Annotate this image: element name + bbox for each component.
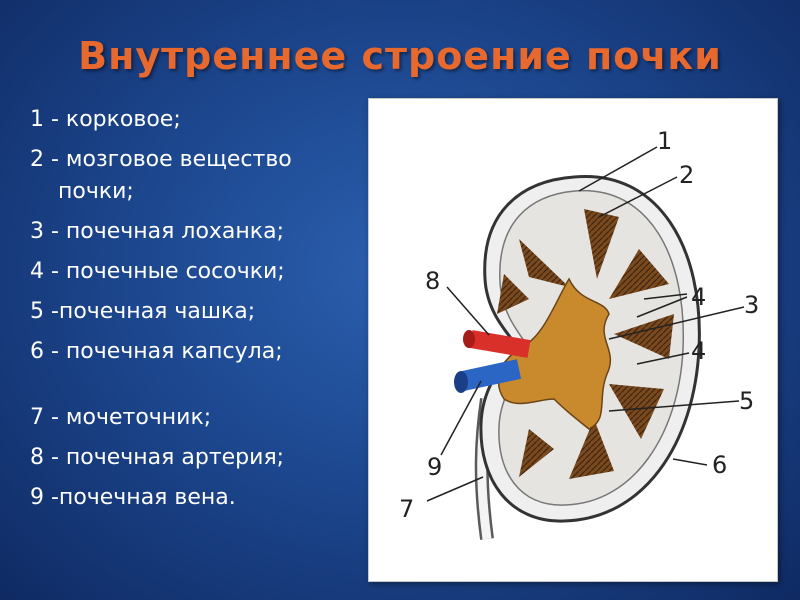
figure-label-3: 3	[744, 291, 759, 319]
legend-item-6: 6 - почечная капсула;	[30, 339, 283, 364]
figure-label-1: 1	[657, 127, 672, 155]
figure-label-7: 7	[399, 495, 414, 523]
legend-item-7: 7 - мочеточник;	[30, 405, 212, 430]
renal-pelvis	[497, 277, 612, 430]
legend-item-5: 5 -почечная чашка;	[30, 299, 256, 324]
legend-item-3: 3 - почечная лоханка;	[30, 219, 284, 244]
renal-artery-end	[463, 330, 475, 348]
renal-vein-end	[454, 371, 468, 393]
legend-item-4: 4 - почечные сосочки;	[30, 259, 285, 284]
figure-label-5: 5	[739, 387, 754, 415]
figure-label-4-upper: 4	[691, 283, 706, 311]
figure-label-6: 6	[712, 451, 727, 479]
renal-vein	[460, 359, 522, 391]
leader-lines	[426, 146, 745, 502]
figure-label-4-lower: 4	[691, 337, 706, 365]
legend-item-9: 9 -почечная вена.	[30, 485, 236, 510]
kidney-figure: 1 2 8 4 3 4 5 9 6 7	[368, 98, 778, 582]
figure-label-9: 9	[427, 453, 442, 481]
medullary-pyramid	[497, 274, 529, 314]
medullary-pyramid	[584, 209, 619, 279]
legend-item-2: 2 - мозговое вещество почки;	[30, 147, 292, 204]
medullary-pyramid	[609, 249, 669, 299]
legend-item-8: 8 - почечная артерия;	[30, 445, 285, 470]
kidney-diagram: 1 2 8 4 3 4 5 9 6 7	[399, 127, 759, 540]
figure-label-8: 8	[425, 267, 440, 295]
legend-list: 1 - корковое; 2 - мозговое вещество почк…	[30, 104, 370, 522]
medullary-pyramid	[519, 239, 569, 287]
slide-title: Внутреннее строение почки	[78, 34, 722, 78]
legend-item-1: 1 - корковое;	[30, 107, 181, 132]
legend-spacer	[30, 376, 370, 402]
medullary-pyramid	[609, 384, 664, 439]
renal-artery	[469, 330, 531, 358]
medullary-pyramid	[519, 429, 554, 477]
figure-label-2: 2	[679, 161, 694, 189]
medullary-pyramid	[569, 419, 614, 479]
medullary-pyramid	[614, 314, 674, 359]
